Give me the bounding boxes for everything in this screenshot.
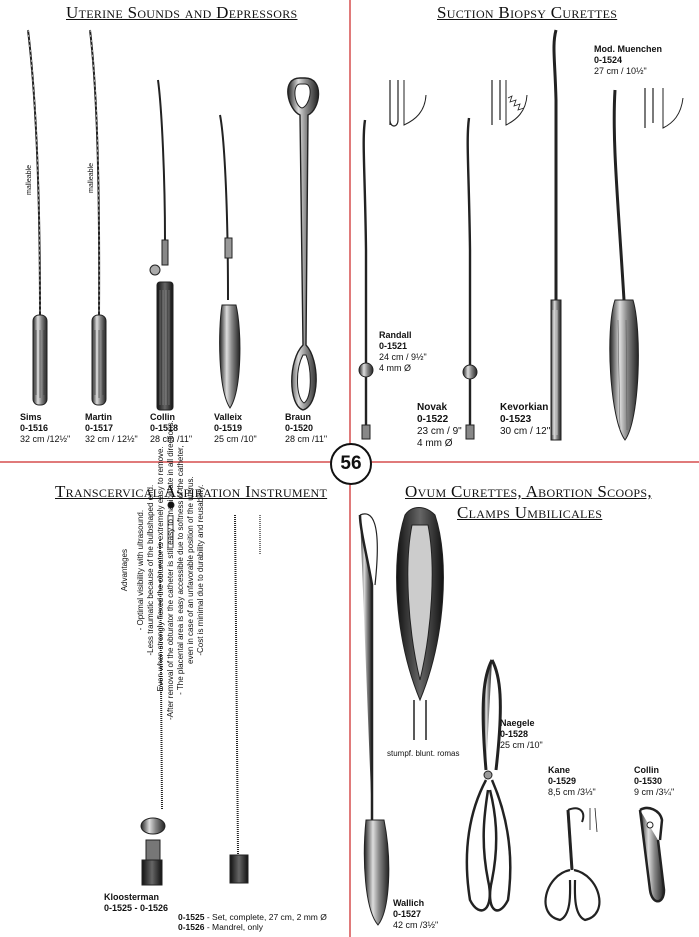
- uterine-section-title: Uterine Sounds and Depressors: [66, 3, 298, 22]
- braun-size: 28 cm /11": [285, 434, 328, 444]
- advantage-5: - The placental area is easy accessible …: [176, 445, 185, 695]
- wallich-curette-drawing: [358, 513, 390, 926]
- valleix-size: 25 cm /10": [214, 434, 257, 444]
- collin-sound-label: Collin 0-1518 28 cm /11": [150, 412, 192, 445]
- wallich-name: Wallich: [393, 898, 425, 908]
- suction-section-title: Suction Biopsy Curettes: [437, 3, 618, 22]
- variant-1525-desc: - Set, complete, 27 cm, 2 mm Ø: [206, 912, 327, 922]
- muenchen-name: Mod. Muenchen: [594, 44, 662, 54]
- muenchen-code: 0-1524: [594, 55, 623, 65]
- advantages-heading: Advantages: [120, 549, 129, 592]
- variant-1526-desc: - Mandrel, only: [206, 922, 264, 932]
- advantage-4: -After removal of the obturator the cath…: [166, 420, 175, 720]
- braun-label: Braun 0-1520 28 cm /11": [285, 412, 327, 445]
- randall-size: 24 cm / 9½": [379, 352, 427, 362]
- variant-1525-code: 0-1525: [178, 912, 205, 922]
- novak-curette-drawing: [462, 80, 528, 440]
- collin-sound-code: 0-1518: [150, 423, 179, 433]
- advantage-6: even in case of an unfavorable position …: [186, 476, 195, 664]
- kloosterman-code-range: 0-1525 - 0-1526: [104, 903, 169, 913]
- valleix-code: 0-1519: [214, 423, 243, 433]
- novak-name: Novak: [417, 402, 448, 413]
- muenchen-label: Mod. Muenchen 0-1524 27 cm / 10½": [594, 44, 662, 77]
- advantage-3: -Even when strongly flexed the obturator…: [156, 446, 165, 694]
- randall-code: 0-1521: [379, 341, 408, 351]
- martin-malleable-note: malleable: [88, 163, 95, 193]
- valleix-sound-drawing: [219, 114, 241, 409]
- braun-code: 0-1520: [285, 423, 314, 433]
- naegele-code: 0-1528: [500, 729, 529, 739]
- scoop-caption: stumpf. blunt. romas: [387, 749, 460, 758]
- kevorkian-name: Kevorkian: [500, 402, 549, 413]
- advantage-1: - Optimal visibility with ultrasound.: [136, 509, 145, 631]
- sims-sound-drawing: [27, 29, 48, 406]
- kevorkian-label: Kevorkian 0-1523 30 cm / 12": [500, 402, 550, 438]
- collin-sound-drawing: [149, 79, 174, 411]
- kloosterman-variants: 0-1525 - Set, complete, 27 cm, 2 mm Ø 0-…: [178, 912, 327, 932]
- naegele-name: Naegele: [500, 718, 535, 728]
- abortion-scoop-drawing: [396, 507, 444, 740]
- kloosterman-label: Kloosterman 0-1525 - 0-1526: [104, 892, 168, 914]
- kane-label: Kane 0-1529 8,5 cm /3⅓": [548, 765, 596, 798]
- randall-curette-drawing: [358, 80, 427, 440]
- muenchen-size: 27 cm / 10½": [594, 66, 647, 76]
- sims-malleable-note: malleable: [26, 165, 33, 195]
- collin-sound-size: 28 cm /11": [150, 434, 193, 444]
- ovum-section-title-line1: Ovum Curettes, Abortion Scoops,: [405, 482, 652, 501]
- kloosterman-name: Kloosterman: [104, 892, 160, 902]
- valleix-name: Valleix: [214, 412, 243, 422]
- collin-sound-name: Collin: [150, 412, 175, 422]
- braun-depressor-drawing: [287, 77, 320, 411]
- novak-code: 0-1522: [417, 414, 449, 425]
- variant-1526-code: 0-1526: [178, 922, 205, 932]
- kane-name: Kane: [548, 765, 571, 775]
- aspiration-section-title: Transcervical Aspiration Instrument: [55, 482, 328, 501]
- kevorkian-code: 0-1523: [500, 414, 532, 425]
- kane-clamp-drawing: [544, 807, 601, 922]
- collin-clamp-label: Collin 0-1530 9 cm /3¼": [634, 765, 674, 798]
- braun-name: Braun: [285, 412, 312, 422]
- kane-size: 8,5 cm /3⅓": [548, 787, 596, 797]
- muenchen-curette-drawing: [609, 88, 684, 441]
- martin-sound-drawing: [89, 29, 107, 406]
- naegele-label: Naegele 0-1528 25 cm /10": [500, 718, 543, 751]
- collin-clamp-size: 9 cm /3¼": [634, 787, 675, 797]
- ovum-section-title-line2: Clamps Umbilicales: [457, 503, 603, 522]
- collin-clamp-code: 0-1530: [634, 776, 663, 786]
- sims-code: 0-1516: [20, 423, 49, 433]
- randall-label: Randall 0-1521 24 cm / 9½" 4 mm Ø: [379, 330, 427, 374]
- page-number: 56: [330, 443, 372, 485]
- advantages-block: Advantages - Optimal visibility with ult…: [120, 420, 206, 720]
- sims-size: 32 cm /12½": [20, 434, 71, 444]
- novak-diameter: 4 mm Ø: [417, 438, 453, 449]
- randall-name: Randall: [379, 330, 412, 340]
- martin-code: 0-1517: [85, 423, 114, 433]
- novak-size: 23 cm / 9": [417, 426, 462, 437]
- wallich-size: 42 cm /3½": [393, 920, 439, 930]
- novak-label: Novak 0-1522 23 cm / 9" 4 mm Ø: [417, 402, 462, 450]
- kevorkian-curette-drawing: [550, 29, 562, 441]
- advantage-2: -Less traumatic because of the bulbshape…: [146, 484, 155, 656]
- martin-name: Martin: [85, 412, 112, 422]
- naegele-size: 25 cm /10": [500, 740, 543, 750]
- naegele-scissors-drawing: [465, 659, 512, 912]
- sims-name: Sims: [20, 412, 42, 422]
- sims-label: Sims 0-1516 32 cm /12½": [20, 412, 70, 445]
- martin-size: 32 cm / 12½": [85, 434, 138, 444]
- advantage-7: -Cost is minimal due to durability and r…: [196, 484, 205, 656]
- randall-diameter: 4 mm Ø: [379, 363, 412, 373]
- collin-clamp-drawing: [638, 806, 666, 903]
- valleix-label: Valleix 0-1519 25 cm /10": [214, 412, 257, 445]
- wallich-label: Wallich 0-1527 42 cm /3½": [393, 898, 438, 931]
- martin-label: Martin 0-1517 32 cm / 12½": [85, 412, 138, 445]
- wallich-code: 0-1527: [393, 909, 422, 919]
- kane-code: 0-1529: [548, 776, 577, 786]
- kloosterman-catheter-drawing: [140, 501, 261, 886]
- collin-clamp-name: Collin: [634, 765, 659, 775]
- kevorkian-size: 30 cm / 12": [500, 426, 551, 437]
